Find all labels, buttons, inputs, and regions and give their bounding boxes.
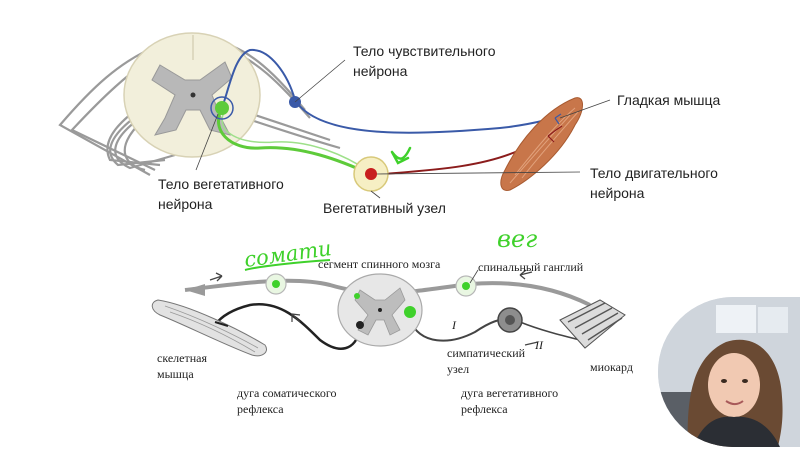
label-vegetative-node: Вегетативный узел <box>323 200 446 216</box>
handwriting-right: вег <box>497 225 538 253</box>
label-somatic-arc-line2: рефлекса <box>237 402 284 416</box>
skeletal-muscle-shape <box>151 299 267 357</box>
label-roman-2: II <box>535 338 543 352</box>
label-somatic-arc-line1: дуга соматического <box>237 386 337 400</box>
label-vegetative-arc-line1: дуга вегетативного <box>461 386 559 400</box>
label-smooth-muscle: Гладкая мышца <box>617 92 721 108</box>
vegetative-fiber <box>216 107 373 177</box>
label-spinal-segment: сегмент спинного мозга <box>318 257 441 271</box>
smooth-muscle-shape <box>500 97 583 191</box>
somatic-efferent-fiber <box>213 302 362 350</box>
label-vegetative-neuron-line1: Тело вегетативного <box>158 176 284 192</box>
label-vegetative-arc-line2: рефлекса <box>461 402 508 416</box>
vegetative-efferent-fiber <box>409 318 511 342</box>
label-motor-neuron-line2: нейрона <box>590 185 645 201</box>
green-check-arrow <box>390 146 412 165</box>
label-sensory-neuron-line2: нейрона <box>353 63 408 79</box>
label-skeletal-muscle-line2: мышца <box>157 367 194 381</box>
spinal-cord-grey-matter <box>151 61 233 136</box>
label-sensory-neuron-line1: Тело чувствительного <box>353 43 496 59</box>
label-spinal-ganglion: спинальный ганглий <box>478 260 584 274</box>
webcam-presenter-icon <box>658 297 800 447</box>
label-myocard: миокард <box>590 360 633 374</box>
label-roman-1: I <box>452 318 456 332</box>
label-vegetative-neuron-line2: нейрона <box>158 196 213 212</box>
myocard-shape <box>559 299 626 349</box>
label-motor-neuron-line1: Тело двигательного <box>590 165 718 181</box>
central-canal <box>190 92 196 98</box>
sensory-fiber <box>221 48 556 134</box>
vegetative-neuron-body <box>215 101 229 115</box>
spinal-segment-shape <box>337 273 423 347</box>
webcam-overlay <box>658 297 800 447</box>
label-sympathetic-node-line1: симпатический <box>447 346 526 360</box>
label-sympathetic-node-line2: узел <box>447 362 470 376</box>
label-skeletal-muscle-line1: скелетная <box>157 351 208 365</box>
